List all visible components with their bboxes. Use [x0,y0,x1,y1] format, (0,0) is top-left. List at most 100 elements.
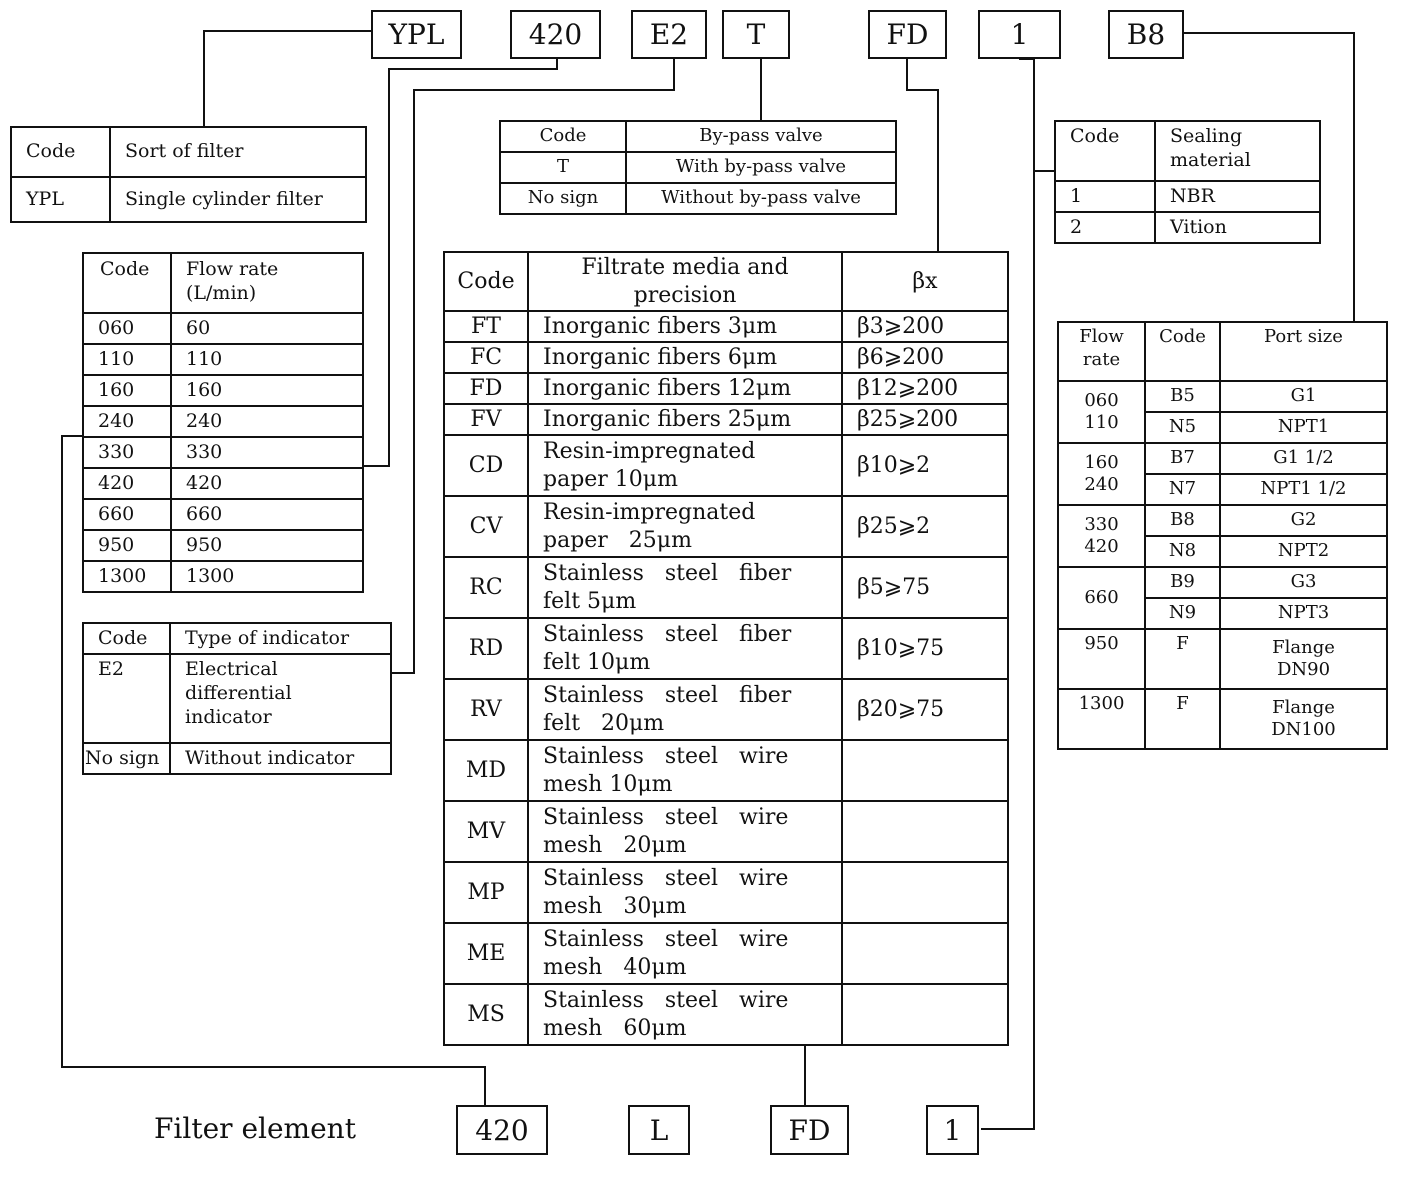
value-cell: 110 [170,343,364,376]
header-cell: Sealing material [1154,120,1321,182]
code-box-sealing: 1 [978,10,1061,59]
beta-cell: β10⩾75 [841,617,1009,680]
port-cell: G3 [1219,566,1388,599]
code-cell: FC [443,341,529,374]
header-cell: Code [443,251,529,312]
table-row: N9 NPT3 [1058,597,1388,630]
beta-cell [841,922,1009,985]
media-cell: Inorganic fibers 6μm [527,341,843,374]
beta-cell: β12⩾200 [841,372,1009,405]
table-header-row: Code Sealing material [1054,120,1321,182]
header-cell: Code [499,120,627,153]
header-cell: Filtrate media and precision [527,251,843,312]
beta-cell [841,800,1009,863]
table-row: 1300 F Flange DN100 [1057,688,1388,750]
header-cell: βx [841,251,1009,312]
header-cell: Type of indicator [169,622,392,655]
port-size-table: Flow rate Code Port size 060 110 B5 G1 N… [1057,321,1388,750]
beta-cell: β6⩾200 [841,341,1009,374]
code-cell: F [1144,688,1221,750]
table-row: N5 NPT1 [1058,411,1388,444]
media-cell: Stainless steel wire mesh 30μm [527,861,843,924]
value-cell: Without by-pass valve [625,182,897,215]
beta-cell [841,983,1009,1046]
table-row: T With by-pass valve [499,151,897,184]
media-cell: Stainless steel fiber felt 20μm [527,678,843,741]
code-cell: 1300 [82,560,172,593]
table-row: N8 NPT2 [1058,535,1388,568]
beta-cell: β5⩾75 [841,556,1009,619]
code-cell: MS [443,983,529,1046]
beta-cell [841,739,1009,802]
value-cell: Vition [1154,211,1321,244]
code-cell: B5 [1144,380,1221,413]
header-cell: By-pass valve [625,120,897,153]
header-cell: Code [1144,321,1221,382]
filter-element-label: Filter element [154,1112,356,1145]
table-header-row: Code Sort of filter [10,126,367,178]
value-cell: 420 [170,467,364,500]
table-row: E2 Electrical differential indicator [82,653,392,744]
code-cell: N7 [1144,473,1221,506]
code-cell: YPL [10,176,111,223]
code-cell: RD [443,617,529,680]
value-cell: With by-pass valve [625,151,897,184]
media-cell: Inorganic fibers 25μm [527,403,843,436]
value-cell: 1300 [170,560,364,593]
code-cell: CV [443,495,529,558]
value-cell: 950 [170,529,364,562]
code-box-ypl: YPL [371,10,462,59]
code-cell: MV [443,800,529,863]
table-header-row: Code Filtrate media and precision βx [443,251,1009,312]
port-cell: G1 [1219,380,1388,413]
code-cell: FV [443,403,529,436]
table-row: N7 NPT1 1/2 [1058,473,1388,506]
code-box-port: B8 [1108,10,1184,59]
table-row: 1 NBR [1054,180,1321,213]
value-cell: 330 [170,436,364,469]
code-cell: 240 [82,405,172,438]
value-cell: 240 [170,405,364,438]
element-box-flow: 420 [456,1105,548,1155]
code-box-media: FD [868,10,947,59]
code-cell: 420 [82,467,172,500]
element-box-media: FD [770,1105,849,1155]
code-cell: 950 [82,529,172,562]
code-cell: 2 [1054,211,1156,244]
flow-cell: 160 240 [1057,442,1146,506]
value-cell: 660 [170,498,364,531]
connector-ypl [203,30,371,126]
value-cell: Electrical differential indicator [169,653,392,744]
beta-cell [841,861,1009,924]
beta-cell: β10⩾2 [841,434,1009,497]
media-cell: Resin-impregnated paper 10μm [527,434,843,497]
media-cell: Resin-impregnated paper 25μm [527,495,843,558]
port-cell: G2 [1219,504,1388,537]
port-cell: NPT1 1/2 [1219,473,1388,506]
code-cell: ME [443,922,529,985]
code-cell: MD [443,739,529,802]
media-cell: Stainless steel wire mesh 10μm [527,739,843,802]
code-cell: 1 [1054,180,1156,213]
media-cell: Inorganic fibers 3μm [527,310,843,343]
beta-cell: β3⩾200 [841,310,1009,343]
code-cell: 110 [82,343,172,376]
header-cell: Code [10,126,111,178]
code-box-bypass: T [722,10,790,59]
port-cell: Flange DN90 [1219,628,1388,690]
code-cell: N8 [1144,535,1221,568]
